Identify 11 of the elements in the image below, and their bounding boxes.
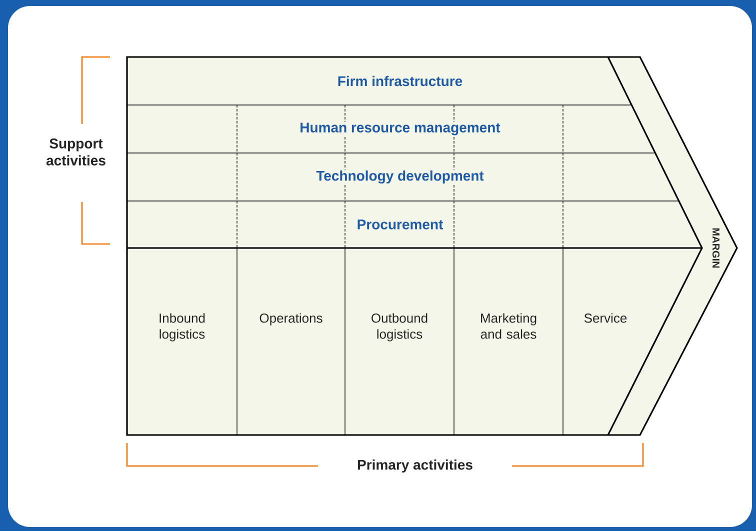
primary-activity-cell: Operations bbox=[260, 313, 322, 326]
bracket-label: Support activities bbox=[46, 138, 106, 166]
bracket-label: Primary activities bbox=[358, 459, 472, 473]
primary-activity-cell: Service bbox=[584, 313, 627, 323]
primary-activity-cell: Outbound logistics bbox=[372, 313, 428, 342]
support-band: Technology development bbox=[315, 169, 485, 185]
primary-activity-cell: Marketing and sales bbox=[480, 313, 536, 339]
primary-activity-cell: Inbound logistics bbox=[160, 313, 205, 342]
support-band: Human resource management bbox=[298, 122, 502, 136]
support-band: Procurement bbox=[356, 218, 444, 230]
support-band: Firm infrastructure bbox=[336, 74, 464, 88]
